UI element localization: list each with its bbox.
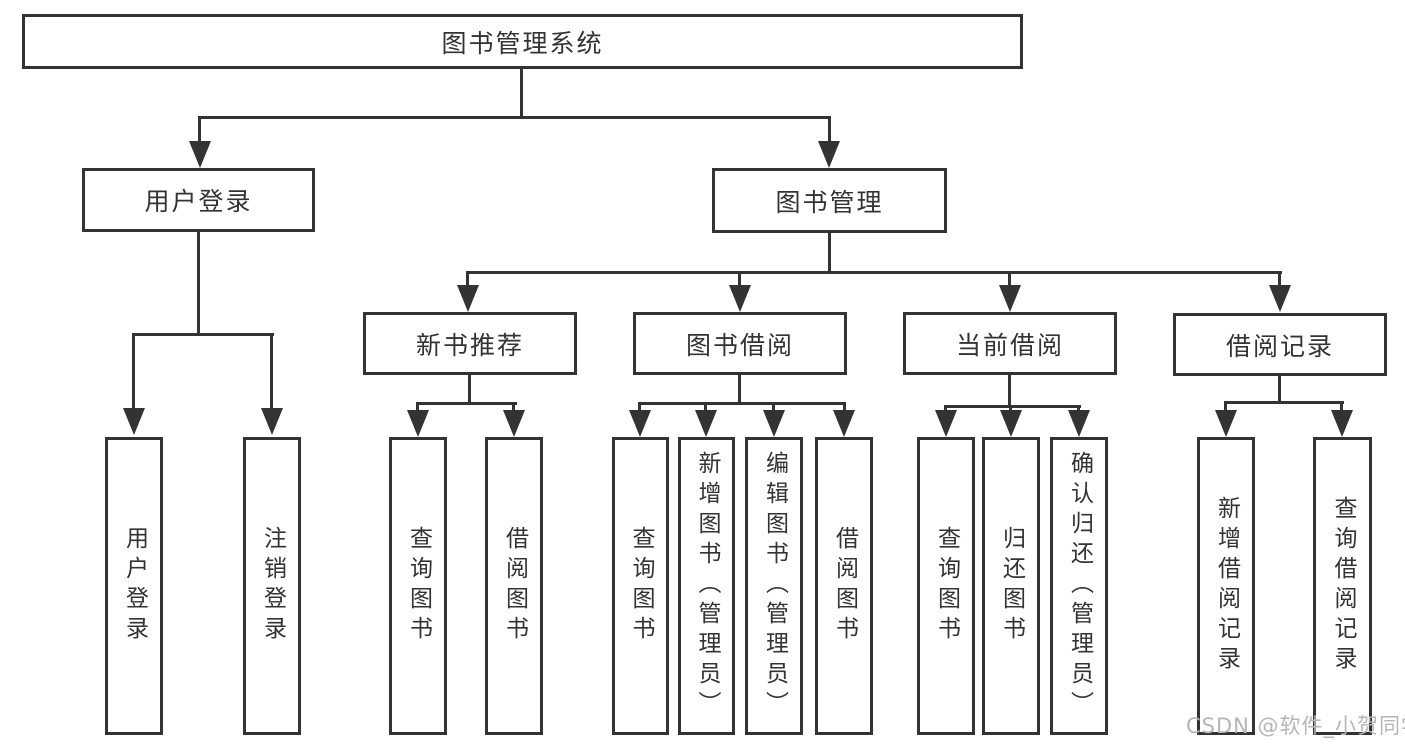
connector-drop-new-book-recommend: [466, 271, 469, 287]
leaf-confirm-return-admin: 确认归还（管理员）: [1050, 437, 1108, 735]
arrow-down-icon: [1215, 410, 1237, 437]
arrow-down-icon: [1269, 285, 1291, 312]
leaf-query-borrow-record-label: 查询借阅记录: [1330, 496, 1356, 676]
arrow-down-icon: [1068, 410, 1090, 437]
arrow-down-icon: [407, 410, 429, 437]
leaf-user-login: 用户登录: [105, 437, 163, 735]
leaf-logout-label: 注销登录: [259, 526, 286, 646]
leaf-rec-borrow-book-label: 借阅图书: [501, 526, 528, 646]
connector-recommend-stem: [468, 375, 471, 404]
leaf-add-book-admin: 新增图书（管理员）: [678, 437, 735, 735]
arrow-down-icon: [818, 141, 840, 168]
connector-drop-add-record: [1224, 401, 1227, 412]
arrow-down-icon: [695, 410, 717, 437]
node-borrow-records: 借阅记录: [1173, 313, 1387, 376]
connector-records-stem: [1278, 376, 1281, 403]
leaf-logout: 注销登录: [243, 437, 301, 735]
arrow-down-icon: [729, 285, 751, 312]
connector-drop-book-borrow: [738, 271, 741, 287]
leaf-query-borrow-record: 查询借阅记录: [1313, 437, 1372, 735]
connector-drop-edit-book: [772, 402, 775, 412]
csdn-watermark: CSDN @软件_小贺同学: [1186, 714, 1405, 738]
connector-drop-current-query: [944, 405, 947, 412]
leaf-borrow-query-book: 查询图书: [612, 437, 669, 735]
connector-user-login-rail: [132, 333, 274, 336]
node-user-login: 用户登录: [82, 168, 315, 232]
connector-user-login-stem: [197, 232, 200, 335]
connector-records-rail: [1224, 401, 1344, 404]
node-book-borrow: 图书借阅: [633, 312, 847, 375]
leaf-add-book-admin-label: 新增图书（管理员）: [694, 451, 720, 721]
leaf-current-query-book: 查询图书: [917, 437, 975, 735]
arrow-down-icon: [629, 410, 651, 437]
connector-drop-return-book: [1009, 405, 1012, 412]
arrow-down-icon: [503, 410, 525, 437]
arrow-down-icon: [1331, 410, 1353, 437]
leaf-borrow-book-label: 借阅图书: [831, 526, 858, 646]
arrow-down-icon: [189, 141, 211, 168]
connector-root-stem: [520, 69, 523, 118]
leaf-user-login-label: 用户登录: [121, 526, 148, 646]
node-root: 图书管理系统: [22, 14, 1023, 69]
connector-drop-leaf-logout: [270, 333, 273, 410]
connector-drop-borrow-records: [1278, 271, 1281, 287]
connector-recommend-rail: [416, 402, 517, 405]
connector-drop-leaf-user-login: [132, 333, 135, 410]
node-book-management: 图书管理: [712, 168, 947, 233]
node-new-book-recommend-label: 新书推荐: [415, 330, 524, 360]
node-user-login-label: 用户登录: [144, 187, 253, 216]
leaf-add-borrow-record: 新增借阅记录: [1197, 437, 1255, 735]
connector-drop-rec-query: [416, 402, 419, 412]
connector-drop-confirm-return: [1077, 405, 1080, 412]
connector-drop-user-login: [198, 116, 201, 143]
leaf-rec-query-book-label: 查询图书: [405, 526, 432, 646]
leaf-edit-book-admin-label: 编辑图书（管理员）: [761, 451, 788, 721]
node-current-borrow-label: 当前借阅: [955, 330, 1064, 360]
connector-drop-add-book: [704, 402, 707, 412]
connector-drop-current-borrow: [1008, 271, 1011, 287]
leaf-rec-query-book: 查询图书: [389, 437, 447, 735]
node-new-book-recommend: 新书推荐: [363, 312, 577, 375]
leaf-add-borrow-record-label: 新增借阅记录: [1213, 496, 1240, 676]
leaf-borrow-book: 借阅图书: [815, 437, 873, 735]
arrow-down-icon: [1000, 410, 1022, 437]
connector-current-rail: [944, 405, 1081, 408]
leaf-edit-book-admin: 编辑图书（管理员）: [745, 437, 803, 735]
connector-book-mgmt-stem: [828, 233, 831, 273]
node-root-label: 图书管理系统: [441, 28, 604, 58]
leaf-current-query-book-label: 查询图书: [933, 526, 960, 646]
arrow-down-icon: [261, 408, 283, 435]
arrow-down-icon: [833, 410, 855, 437]
connector-borrow-rail: [638, 402, 846, 405]
arrow-down-icon: [763, 410, 785, 437]
arrow-down-icon: [935, 410, 957, 437]
connector-borrow-stem: [738, 375, 741, 404]
node-book-management-label: 图书管理: [775, 187, 884, 217]
connector-current-stem: [1008, 375, 1011, 407]
leaf-return-book-label: 归还图书: [998, 526, 1025, 646]
connector-drop-borrow-book: [843, 402, 846, 412]
arrow-down-icon: [457, 285, 479, 312]
connector-drop-book-management: [828, 116, 831, 143]
connector-drop-borrow-query: [638, 402, 641, 412]
leaf-rec-borrow-book: 借阅图书: [485, 437, 543, 735]
connector-drop-rec-borrow: [512, 402, 515, 412]
node-book-borrow-label: 图书借阅: [685, 330, 794, 360]
arrow-down-icon: [123, 408, 145, 435]
leaf-borrow-query-book-label: 查询图书: [628, 526, 654, 646]
connector-drop-query-record: [1340, 401, 1343, 412]
leaf-confirm-return-admin-label: 确认归还（管理员）: [1066, 451, 1093, 721]
connector-root-rail: [198, 116, 831, 119]
node-borrow-records-label: 借阅记录: [1225, 331, 1334, 361]
node-current-borrow: 当前借阅: [903, 312, 1117, 375]
leaf-return-book: 归还图书: [982, 437, 1040, 735]
connector-book-mgmt-rail: [466, 271, 1282, 274]
arrow-down-icon: [999, 285, 1021, 312]
